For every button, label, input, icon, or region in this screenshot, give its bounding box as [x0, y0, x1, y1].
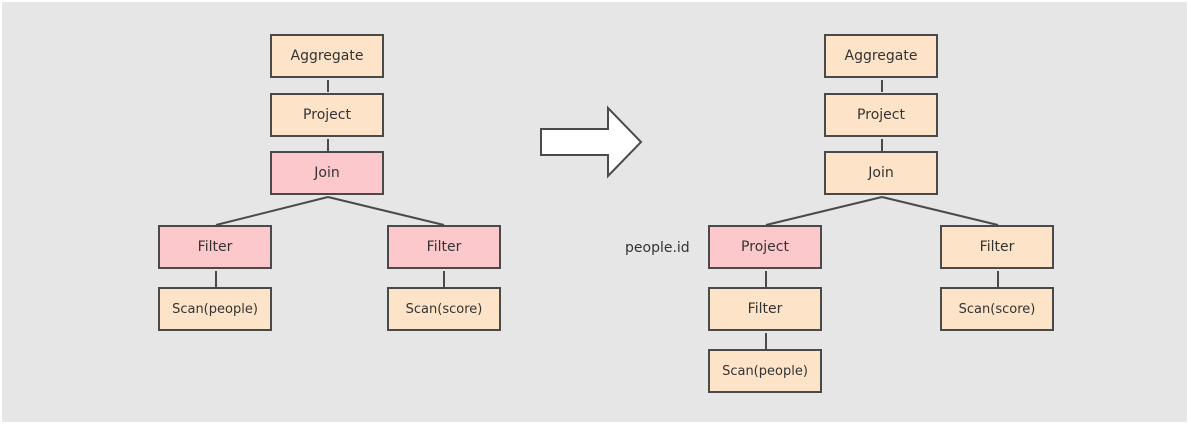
left-filter-left-node: Filter [158, 225, 272, 269]
left-scan-score-node: Scan(score) [387, 287, 501, 331]
right-filter-right-node: Filter [940, 225, 1054, 269]
right-scan-score-node: Scan(score) [940, 287, 1054, 331]
right-project-node: Project [824, 93, 938, 137]
right-join-node: Join [824, 151, 938, 195]
left-scan-people-node: Scan(people) [158, 287, 272, 331]
edge [327, 196, 445, 226]
right-scan-people-node: Scan(people) [708, 349, 822, 393]
right-pushed-project-node: Project [708, 225, 822, 269]
left-project-node: Project [270, 93, 384, 137]
edge [215, 196, 329, 226]
right-filter-left-node: Filter [708, 287, 822, 331]
right-aggregate-node: Aggregate [824, 34, 938, 78]
left-aggregate-node: Aggregate [270, 34, 384, 78]
left-filter-right-node: Filter [387, 225, 501, 269]
pushed-project-annotation: people.id [625, 240, 690, 256]
edge [881, 196, 999, 226]
edge [765, 196, 883, 226]
right-arrow-icon [540, 105, 643, 179]
left-join-node: Join [270, 151, 384, 195]
